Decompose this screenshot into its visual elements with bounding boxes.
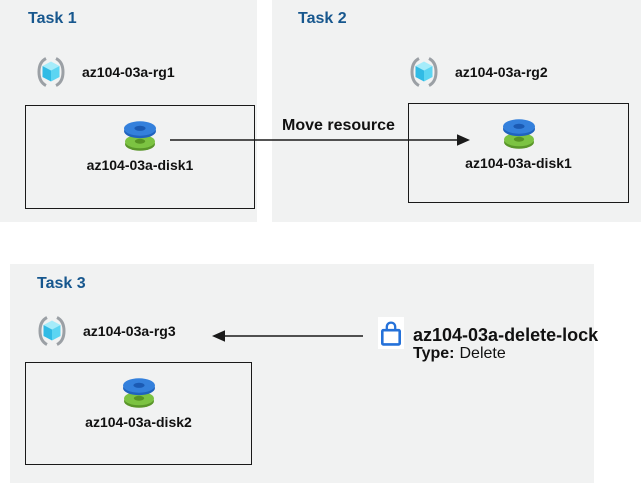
disk-icon xyxy=(122,378,155,408)
task2-title: Task 2 xyxy=(298,10,347,27)
lock-type-label: Type: xyxy=(413,345,455,362)
lock-name: az104-03a-delete-lock xyxy=(413,325,599,345)
task3-resource-group: az104-03a-rg3 xyxy=(35,314,176,348)
disk-icon xyxy=(502,119,535,149)
resource-group-name: az104-03a-rg3 xyxy=(83,323,176,339)
disk-icon xyxy=(124,121,156,151)
task3-resource-box: az104-03a-disk2 xyxy=(25,362,252,465)
task1-resource-box: az104-03a-disk1 xyxy=(25,105,255,209)
lock-type: Type:Delete xyxy=(413,345,598,363)
disk-name: az104-03a-disk1 xyxy=(465,155,572,171)
task3-title: Task 3 xyxy=(37,275,86,292)
resource-group-icon xyxy=(37,57,65,87)
task1-panel: Task 1 az104-03a-rg1 az104-03a-disk1 xyxy=(0,0,257,222)
resource-group-name: az104-03a-rg2 xyxy=(455,64,548,80)
task2-panel: Task 2 az104-03a-rg2 az104-03a-disk1 xyxy=(272,0,641,222)
task2-resource-box: az104-03a-disk1 xyxy=(408,103,629,203)
lock-annotation: az104-03a-delete-lock Type:Delete xyxy=(413,326,598,363)
task2-resource-group: az104-03a-rg2 xyxy=(407,55,548,89)
disk-name: az104-03a-disk1 xyxy=(86,157,194,173)
disk-name: az104-03a-disk2 xyxy=(85,414,192,430)
resource-group-name: az104-03a-rg1 xyxy=(82,64,175,80)
resource-group-icon xyxy=(410,57,438,87)
task1-title: Task 1 xyxy=(28,10,77,27)
lock-icon xyxy=(378,317,404,349)
lock-type-value: Delete xyxy=(459,345,506,362)
resource-group-icon xyxy=(38,316,66,346)
task3-panel: Task 3 az104-03a-rg3 az104-03a-disk2 xyxy=(10,264,594,483)
move-resource-label: Move resource xyxy=(282,117,395,134)
task1-resource-group: az104-03a-rg1 xyxy=(34,55,175,89)
